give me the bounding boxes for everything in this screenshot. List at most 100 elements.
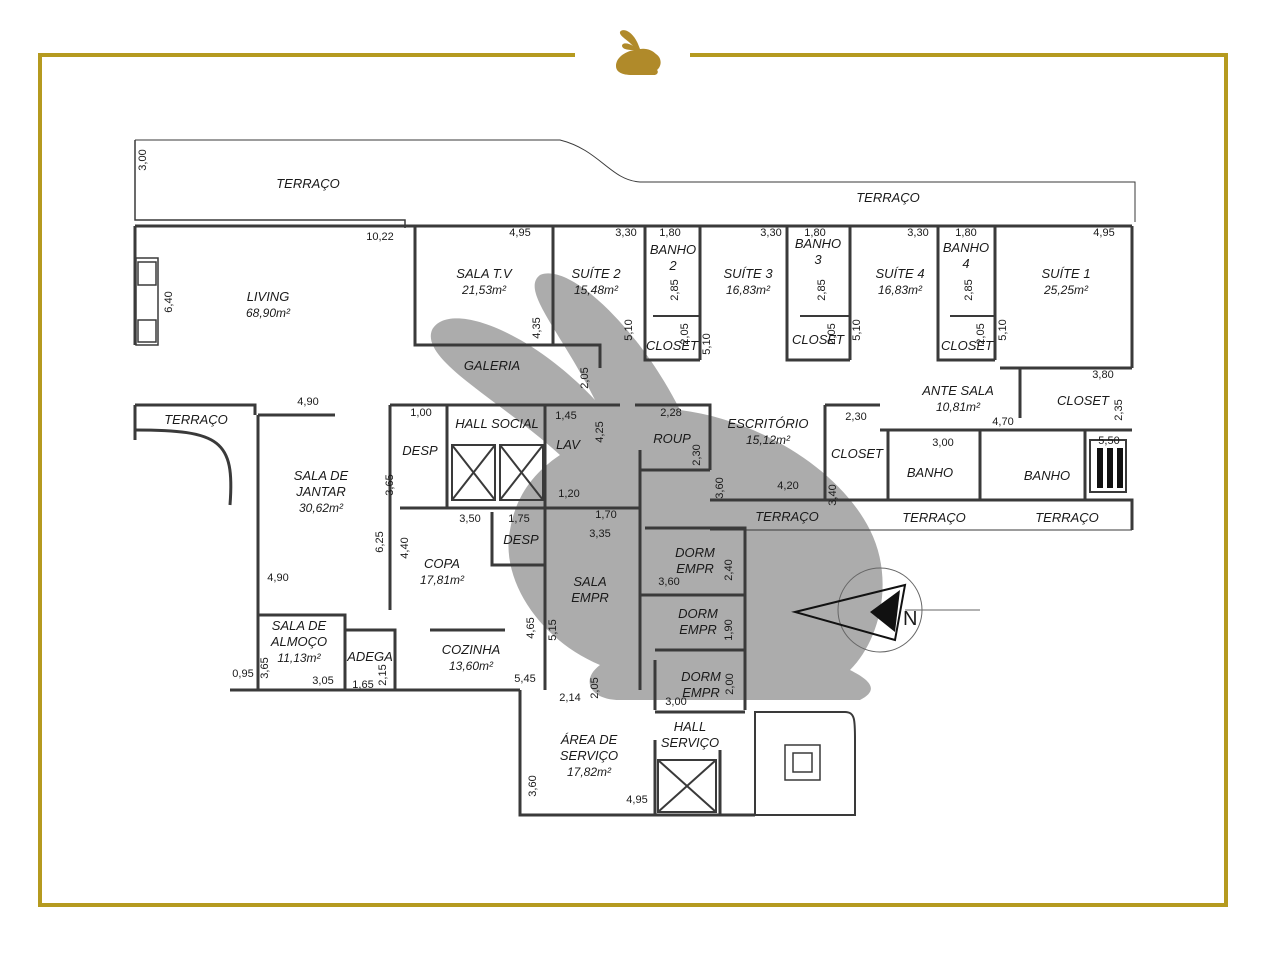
room-area-suite-3: 16,83m² [726,283,771,297]
room-name-escritorio: ESCRITÓRIO [728,416,809,431]
dimension-label: 4,35 [531,317,543,338]
dimension-label: 10,22 [366,231,394,243]
dimension-label: 1,45 [555,410,576,422]
dimension-label: 2,00 [724,673,736,694]
room-name-dorm-empr-1: DORM [675,545,715,560]
dimension-label: 5,45 [514,673,535,685]
room-name2-dorm-empr-3: EMPR [682,685,720,700]
dimension-label: 2,05 [679,323,691,344]
room-area-sala-almoco: 11,13m² [277,651,321,665]
room-name2-sala-jantar: JANTAR [295,484,346,499]
room-name-suite-3: SUÍTE 3 [723,266,773,281]
dimension-label: 2,14 [559,692,580,704]
room-name-suite-1: SUÍTE 1 [1041,266,1090,281]
room-name-terraco-mid: TERRAÇO [755,509,819,524]
dimension-label: 2,85 [669,279,681,300]
room-name-lav: LAV [556,437,581,452]
room-area-suite-2: 15,48m² [574,283,619,297]
dimension-label: 3,05 [312,675,333,687]
dimension-label: 5,10 [701,333,713,354]
dimension-label: 5,50 [1098,435,1119,447]
room-area-ante-sala: 10,81m² [936,400,981,414]
dimension-label: 4,90 [297,396,318,408]
dimension-label: 4,90 [267,572,288,584]
room-area-suite-1: 25,25m² [1043,283,1089,297]
room-name-dorm-empr-3: DORM [681,669,721,684]
rabbit-icon [616,30,661,75]
room-name-sala-tv: SALA T.V [456,266,513,281]
room-sub-banho-2: 2 [668,258,677,273]
dimension-label: 3,65 [259,657,271,678]
dimension-label: 3,35 [589,528,610,540]
dimension-label: 5,15 [547,619,559,640]
dimension-label: 3,50 [459,513,480,525]
room-name-adega: ADEGA [346,649,393,664]
dimension-label: 2,30 [691,444,703,465]
dimension-label: 2,05 [826,323,838,344]
room-labels: TERRAÇO TERRAÇO LIVING 68,90m² SALA T.V 21,53… [164,176,1110,779]
dimension-label: 1,80 [955,227,976,239]
room-name2-dorm-empr-2: EMPR [679,622,717,637]
room-name-copa: COPA [424,556,460,571]
dimension-label: 3,00 [932,437,953,449]
room-name-cozinha: COZINHA [442,642,501,657]
room-name-area-servico: ÁREA DE [560,732,618,747]
room-name-desp-1: DESP [402,443,438,458]
room-name2-area-servico: SERVIÇO [560,748,618,763]
room-name-sala-jantar: SALA DE [294,468,349,483]
dimension-label: 6,40 [163,291,175,312]
dimension-label: 4,25 [594,421,606,442]
room-name-suite-4: SUÍTE 4 [875,266,924,281]
dimension-label: 2,85 [816,279,828,300]
dimension-label: 1,75 [508,513,529,525]
room-name-closet-2: CLOSET [646,338,699,353]
room-area-living: 68,90m² [246,306,291,320]
north-label: N [903,608,917,630]
dimension-label: 2,05 [579,367,591,388]
dimension-label: 3,60 [714,477,726,498]
dimension-label: 4,95 [1093,227,1114,239]
dimension-label: 2,28 [660,407,681,419]
north-arrow-icon [791,567,980,653]
room-name-sala-almoco: SALA DE [272,618,327,633]
dimension-label: 1,00 [410,407,431,419]
dimension-label: 5,10 [997,319,1009,340]
walls [133,139,1136,817]
room-name2-dorm-empr-1: EMPR [676,561,714,576]
dimension-label: 3,00 [137,149,149,170]
room-name-living: LIVING [247,289,290,304]
room-name-hall-social: HALL SOCIAL [455,416,539,431]
dimension-label: 3,30 [760,227,781,239]
room-name2-sala-almoco: ALMOÇO [270,634,327,649]
room-name-terraco-mid3: TERRAÇO [1035,510,1099,525]
room-name-banho-master-a: BANHO [907,465,953,480]
room-name2-sala-empr: EMPR [571,590,609,605]
dimension-label: 1,70 [595,509,616,521]
room-name-closet-4: CLOSET [941,338,994,353]
room-name-terraco-left: TERRAÇO [164,412,228,427]
dimension-label: 3,80 [1092,369,1113,381]
room-area-escritorio: 15,12m² [746,433,791,447]
dimension-label: 2,05 [975,323,987,344]
room-name-banho-2: BANHO [650,242,696,257]
room-name-ante-sala: ANTE SALA [921,383,994,398]
dimension-label: 3,00 [665,696,686,708]
dimension-label: 3,65 [384,474,396,495]
room-name-closet-1b: CLOSET [831,446,884,461]
room-name-roup: ROUP [653,431,691,446]
dimension-label: 3,40 [827,484,839,505]
room-name-closet-3: CLOSET [792,332,845,347]
room-sub-banho-4: 4 [962,256,969,271]
dimension-label: 6,25 [374,531,386,552]
dimension-label: 2,05 [589,677,601,698]
room-area-sala-tv: 21,53m² [461,283,507,297]
dimension-label: 3,30 [615,227,636,239]
dimension-label: 4,70 [992,416,1013,428]
room-name-suite-2: SUÍTE 2 [571,266,621,281]
room-name-terraco-top-right: TERRAÇO [856,190,920,205]
room-area-cozinha: 13,60m² [449,659,494,673]
dimension-label: 3,60 [527,775,539,796]
